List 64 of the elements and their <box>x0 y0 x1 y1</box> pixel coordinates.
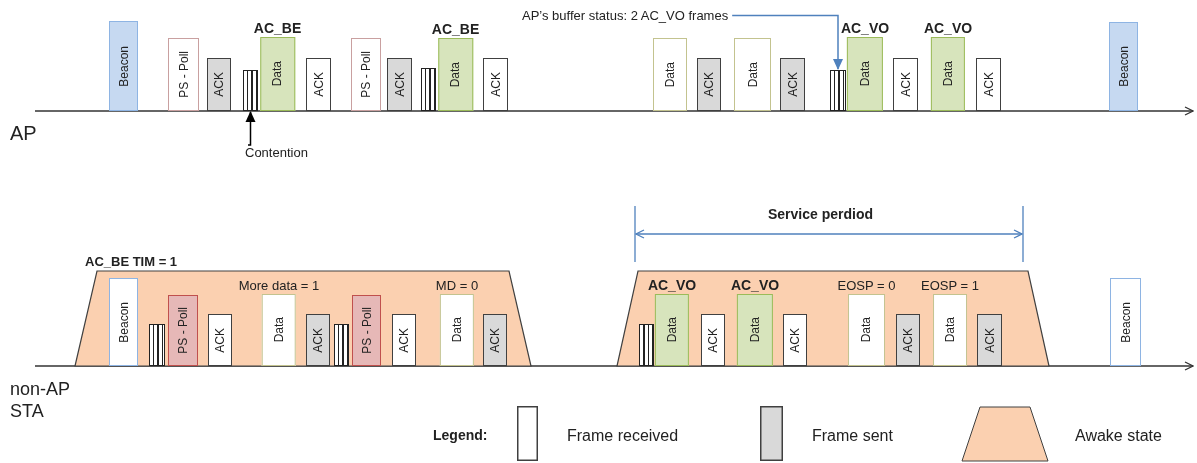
ack-frame: ACK <box>976 58 1001 111</box>
poll-frame: PS - Poll <box>168 38 199 111</box>
contention-window <box>149 324 165 366</box>
contention-window <box>830 70 846 111</box>
contention-window <box>334 324 349 366</box>
legend-text: Frame received <box>567 427 679 445</box>
annotation-text: AP’s buffer status: 2 AC_VO frames <box>522 8 729 23</box>
ack-frame: ACK <box>697 58 721 111</box>
poll-frame: PS - Poll <box>351 38 381 111</box>
frame-label: AC_VO <box>647 278 697 293</box>
data-frame: Data <box>933 294 967 366</box>
ack-frame: ACK <box>208 314 232 366</box>
beacon-frame: Beacon <box>1109 22 1138 111</box>
beacon-frame: Beacon <box>109 278 138 366</box>
poll-frame: PS - Poll <box>168 295 198 366</box>
frame-label: AC_BE <box>431 22 480 37</box>
ack-frame: ACK <box>483 314 507 366</box>
ack-frame: ACK <box>306 58 331 111</box>
ack-frame: ACK <box>893 58 918 111</box>
frame-label: AC_VO <box>840 21 890 36</box>
contention-window <box>639 324 654 366</box>
contention-window <box>243 70 258 111</box>
ack-frame: ACK <box>392 314 416 366</box>
frame-label: EOSP = 0 <box>837 278 896 293</box>
contention-window <box>421 68 436 111</box>
data-frame: Data <box>848 294 885 366</box>
callout-text: Contention <box>245 145 308 160</box>
frame-label: MD = 0 <box>435 278 479 293</box>
legend-text: Awake state <box>1075 427 1162 445</box>
beacon-frame: Beacon <box>109 21 138 111</box>
row-label: non-AP STA <box>10 378 71 422</box>
ack-frame: ACK <box>306 314 330 366</box>
ack-frame: ACK <box>483 58 508 111</box>
data-frame: Data <box>734 38 771 111</box>
ack-frame: ACK <box>207 58 231 111</box>
data-frame: Data <box>260 37 295 111</box>
poll-frame: PS - Poll <box>352 295 381 366</box>
row-label: AP <box>10 122 37 145</box>
data-frame: Data <box>931 37 965 111</box>
frame-label: AC_BE <box>253 21 302 36</box>
data-frame: Data <box>653 38 687 111</box>
frame-label: AC_VO <box>730 278 780 293</box>
ack-frame: ACK <box>783 314 807 366</box>
legend-title: Legend: <box>433 427 488 443</box>
data-frame: Data <box>737 294 773 366</box>
beacon-frame: Beacon <box>1110 278 1141 366</box>
ack-frame: ACK <box>780 58 805 111</box>
tim-label: AC_BE TIM = 1 <box>85 254 178 269</box>
data-frame: Data <box>655 294 689 366</box>
period-label: Service perdiod <box>768 206 874 222</box>
arrow <box>245 111 256 146</box>
arrow <box>731 14 843 70</box>
data-frame: Data <box>262 294 296 366</box>
frame-label: AC_VO <box>923 21 973 36</box>
frame-label: EOSP = 1 <box>921 278 979 293</box>
data-frame: Data <box>438 38 473 111</box>
ack-frame: ACK <box>701 314 725 366</box>
legend-text: Frame sent <box>812 427 893 445</box>
ack-frame: ACK <box>896 314 920 366</box>
data-frame: Data <box>440 294 474 366</box>
frame-label: More data = 1 <box>238 278 320 293</box>
ack-frame: ACK <box>387 58 412 111</box>
data-frame: Data <box>847 37 883 111</box>
ack-frame: ACK <box>977 314 1002 366</box>
